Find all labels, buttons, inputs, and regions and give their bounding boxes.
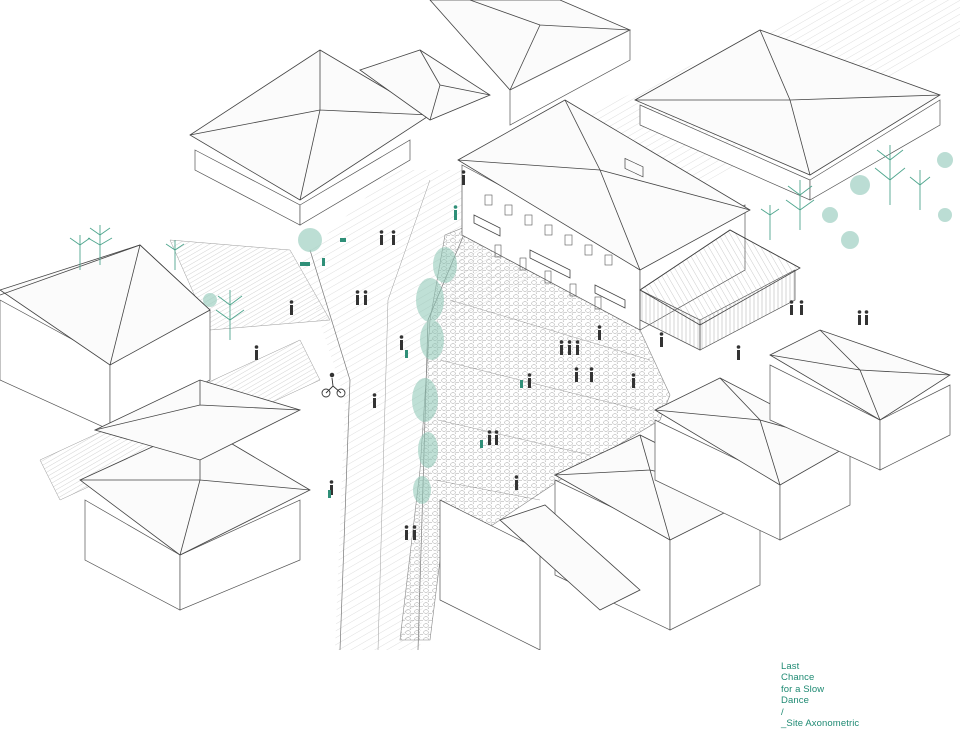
caption-line: Last: [781, 661, 800, 672]
caption-line: /: [781, 706, 784, 718]
person-icon: [254, 170, 869, 540]
plaza-tree-line: [412, 247, 457, 504]
cyclist-icon: [321, 372, 346, 398]
teal-person-icon: [300, 205, 523, 498]
caption-line: _Site Axonometric: [781, 718, 860, 730]
site-axonometric-drawing: [0, 0, 960, 650]
tree-icon: [69, 145, 931, 340]
house-left: [0, 244, 211, 431]
tree-canopies: [203, 152, 953, 307]
house-top-center: [429, 0, 631, 126]
caption-line: Dance: [781, 695, 809, 707]
caption-line: for a Slow: [781, 683, 825, 695]
house-top-left: [189, 49, 491, 226]
house-top-right: [634, 29, 941, 201]
drawing-caption: Last Chance for a Slow Dance / _Site Axo…: [781, 661, 931, 729]
caption-line: Chance: [781, 672, 815, 684]
house-bottom-center: [439, 434, 761, 650]
pavilion: [639, 229, 801, 351]
house-right: [654, 329, 951, 541]
house-bottom-left: [79, 379, 311, 611]
